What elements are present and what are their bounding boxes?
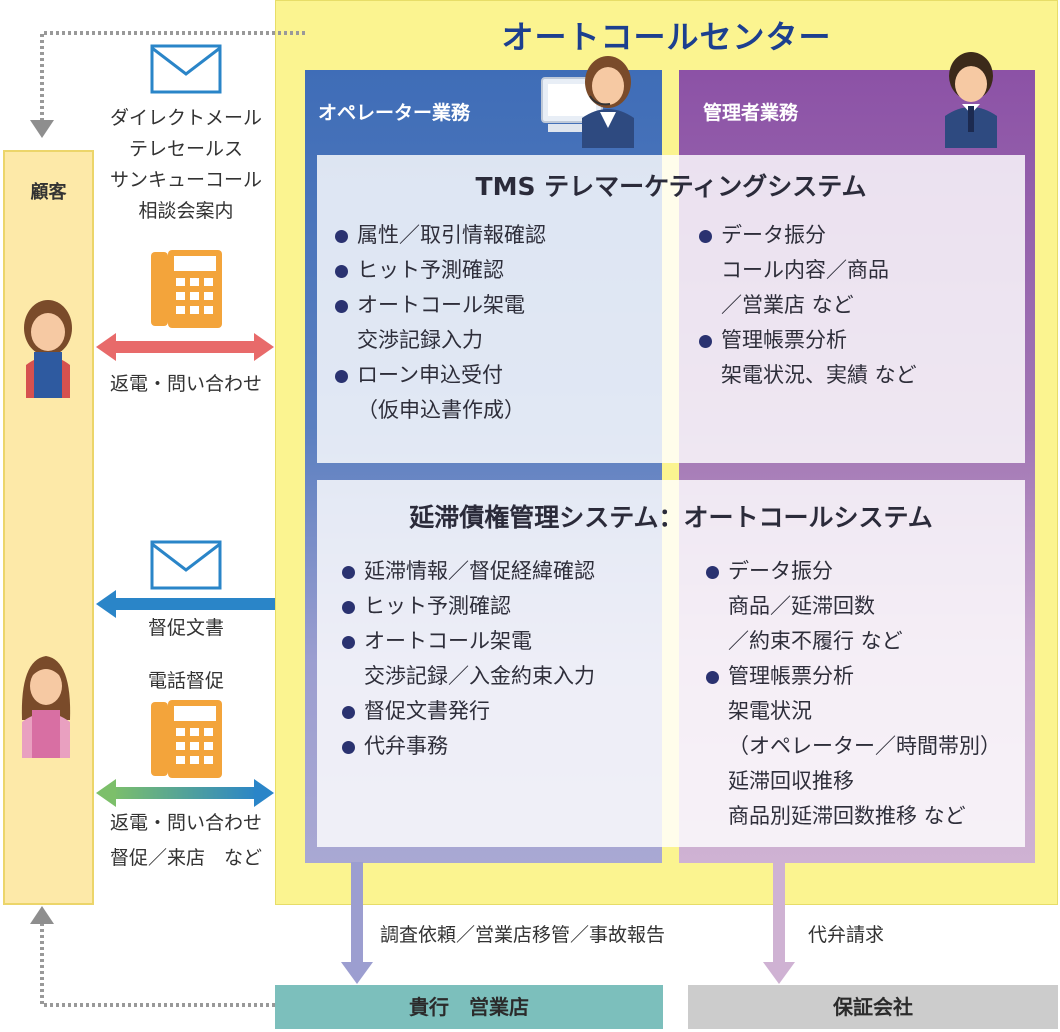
dotted-connector-top	[30, 31, 305, 138]
list-item: ヒット予測確認	[333, 253, 546, 288]
dunning-doc-arrow	[96, 590, 275, 618]
mail-icon	[150, 44, 222, 94]
mail-icon	[150, 540, 222, 590]
list-item: オートコール架電	[333, 288, 546, 323]
list-item-detail: （仮申込書作成）	[357, 398, 525, 422]
list-item-detail: 延滞回収推移	[728, 769, 854, 793]
mail-line: ダイレクトメール	[109, 107, 262, 129]
list-item: 督促文書発行	[340, 694, 595, 729]
autocall-operator-list: 延滞情報／督促経緯確認ヒット予測確認オートコール架電交渉記録／入金約束入力督促文…	[340, 554, 595, 764]
list-item-detail: 架電状況	[728, 699, 812, 723]
tms-title: TMS テレマーケティングシステム	[475, 172, 867, 201]
guarantor-label: 保証会社	[833, 995, 913, 1019]
list-item-detail: 架電状況、実績 など	[721, 363, 917, 387]
mail-services-text: ダイレクトメール テレセールス サンキューコール 相談会案内	[96, 103, 276, 227]
operator-header: オペレーター業務	[318, 102, 471, 124]
list-item: 管理帳票分析	[697, 323, 917, 358]
list-item: オートコール架電	[340, 624, 595, 659]
dunning-doc-label: 督促文書	[147, 617, 224, 639]
reply-double-arrow-2	[96, 779, 274, 807]
list-item: 管理帳票分析	[704, 659, 1001, 694]
manager-person-icon	[945, 52, 997, 148]
reply-inquiry-label: 返電・問い合わせ	[109, 373, 262, 395]
customer-title: 顧客	[30, 182, 67, 203]
operator-person-icon	[541, 56, 634, 148]
list-item-detail: コール内容／商品	[721, 258, 889, 282]
tms-panel	[317, 155, 1025, 463]
autocall-panel	[317, 480, 1025, 847]
reply-inquiry-label-2: 返電・問い合わせ	[109, 812, 262, 834]
list-item: ローン申込受付	[333, 358, 546, 393]
list-item: 属性／取引情報確認	[333, 218, 546, 253]
guarantor-request-label: 代弁請求	[808, 924, 885, 946]
list-item-detail: ／営業店 など	[721, 293, 854, 317]
guarantor-box	[688, 985, 1058, 1029]
list-item: ヒット予測確認	[340, 589, 595, 624]
mail-line: 相談会案内	[138, 200, 234, 222]
list-item: 代弁事務	[340, 729, 595, 764]
customer-person-icon	[21, 656, 71, 758]
branch-request-label: 調査依頼／営業店移管／事故報告	[380, 924, 666, 946]
phone-icon	[151, 700, 222, 778]
list-item-detail: 交渉記録／入金約束入力	[364, 664, 595, 688]
list-item-detail: 交渉記録入力	[357, 328, 483, 352]
autocall-title: 延滞債権管理システム：オートコールシステム	[409, 503, 933, 532]
list-item-detail: 商品／延滞回数	[728, 594, 875, 618]
autocall-manager-list: データ振分商品／延滞回数 ／約束不履行 など管理帳票分析架電状況 （オペレーター／時…	[704, 554, 1001, 834]
manager-header: 管理者業務	[703, 102, 799, 124]
guarantor-down-arrow	[763, 862, 795, 984]
branch-down-arrow	[341, 862, 373, 984]
branch-box	[275, 985, 663, 1029]
customer-person-icon	[24, 300, 72, 398]
tms-manager-list: データ振分コール内容／商品 ／営業店 など管理帳票分析架電状況、実績 など	[697, 218, 917, 393]
list-item: データ振分	[704, 554, 1001, 589]
mail-line: テレセールス	[128, 138, 243, 160]
list-item-detail: （オペレーター／時間帯別）	[728, 734, 1001, 758]
phone-icon	[151, 250, 222, 328]
callcenter-title: オートコールセンター	[501, 18, 832, 56]
tms-operator-list: 属性／取引情報確認ヒット予測確認オートコール架電交渉記録入力ローン申込受付 （仮申…	[333, 218, 546, 428]
dotted-connector-bottom	[30, 906, 275, 1007]
mail-line: サンキューコール	[109, 169, 262, 191]
customer-column	[3, 150, 94, 905]
branch-label: 貴行 営業店	[409, 995, 529, 1019]
list-item: 延滞情報／督促経緯確認	[340, 554, 595, 589]
tel-dunning-label: 電話督促	[147, 670, 224, 692]
reply-double-arrow	[96, 333, 274, 361]
list-item: データ振分	[697, 218, 917, 253]
list-item-detail: 商品別延滞回数推移 など	[728, 804, 966, 828]
list-item-detail: ／約束不履行 など	[728, 629, 903, 653]
dunning-visit-label: 督促／来店 など	[109, 847, 262, 869]
